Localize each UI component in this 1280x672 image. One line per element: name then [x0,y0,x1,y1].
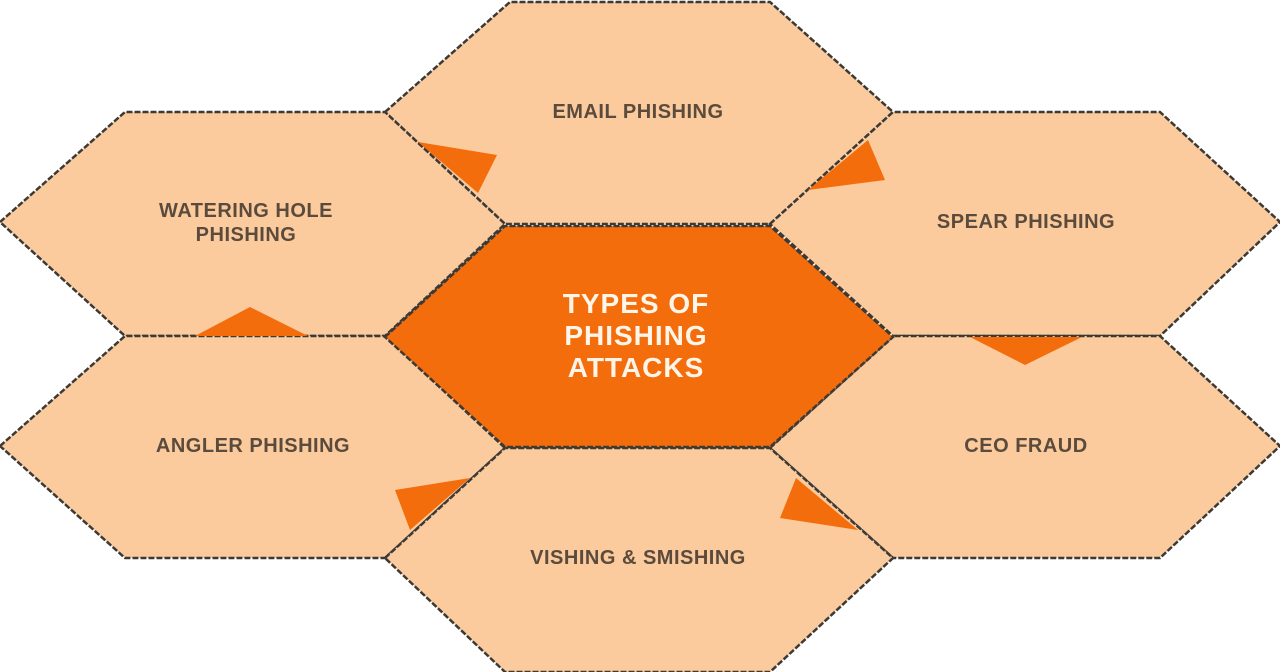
label-line: WATERING HOLE [159,200,333,222]
arrow-triangle [780,478,858,530]
arrow-triangle [195,307,308,336]
center-title-line: ATTACKS [567,352,705,383]
arrow-triangle [808,140,885,190]
hex-watering-hole [0,110,507,338]
label-line: PHISHING [195,224,297,246]
hex-angler-phishing [0,334,507,560]
center-title: TYPES OF PHISHING ATTACKS [563,288,709,384]
label-angler-phishing: ANGLER PHISHING [155,435,351,457]
label-watering-hole: WATERING HOLE PHISHING [159,199,333,247]
label-vishing-smishing: VISHING & SMISHING [530,547,746,569]
label-ceo-fraud: CEO FRAUD [964,435,1088,457]
arrow-triangle [970,337,1082,365]
center-title-line: PHISHING [564,320,708,351]
center-title-line: TYPES OF [562,288,710,319]
arrow-triangle [418,142,497,193]
hex-email-phishing [383,0,895,226]
arrow-triangle [395,478,470,530]
label-spear-phishing: SPEAR PHISHING [936,211,1116,233]
hex-center [383,224,895,449]
label-email-phishing: EMAIL PHISHING [552,101,724,123]
